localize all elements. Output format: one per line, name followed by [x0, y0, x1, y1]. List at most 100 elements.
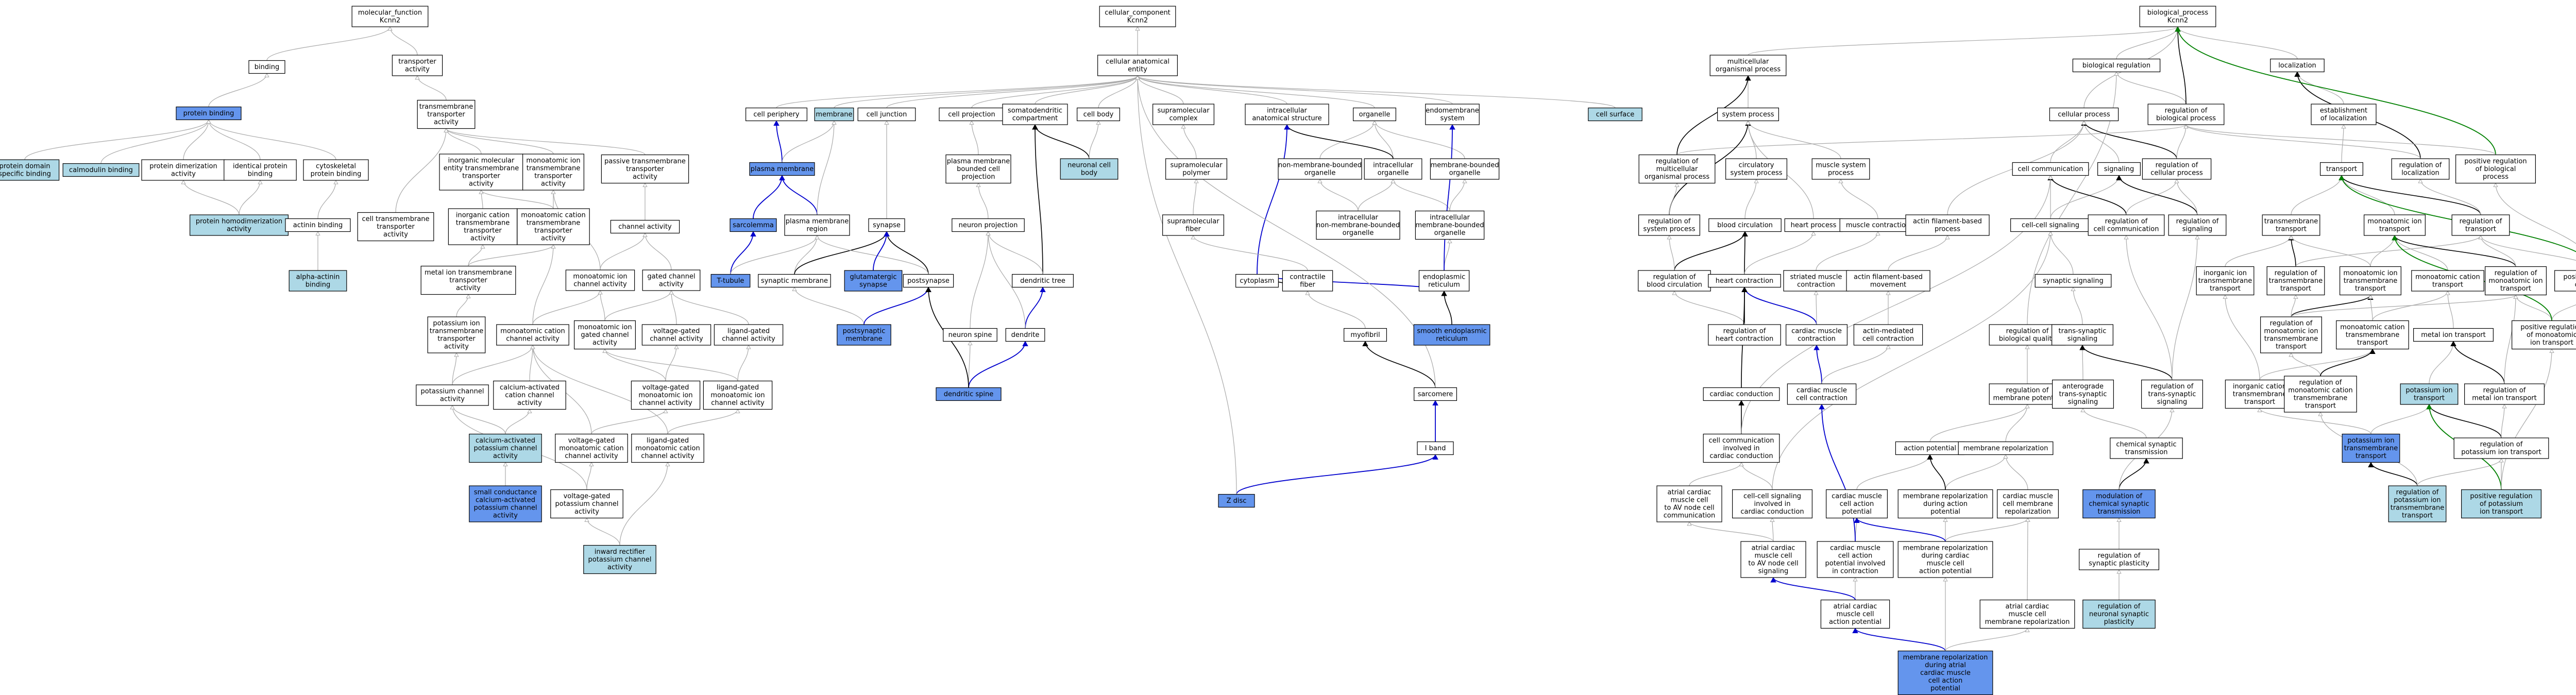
go-relation-arrowhead — [746, 344, 751, 349]
go-term-label-line: transport — [2280, 285, 2311, 293]
go-relation-edge — [239, 180, 261, 215]
go-relation-arrowhead — [1819, 403, 1825, 410]
go-term-label-line: transporter — [377, 223, 415, 231]
go-term-label-line: protein binding — [183, 110, 234, 117]
go-term-label-line: cardiac muscle — [1797, 387, 1847, 395]
go-term-label-line: inward rectifier — [595, 548, 646, 556]
go-relation-arrowhead — [1852, 628, 1858, 633]
go-term-label-line: monoatomic cation — [559, 445, 623, 452]
go-relation-edge — [183, 120, 209, 160]
go-term-node: cell body — [1077, 107, 1121, 122]
go-term-box — [903, 274, 954, 288]
go-term-label-line: cell body — [1083, 111, 1114, 118]
go-relation-arrowhead — [1181, 124, 1186, 129]
go-relation-arrowhead — [1432, 454, 1438, 460]
go-relation-arrowhead — [2257, 408, 2262, 412]
go-term-box — [952, 218, 1025, 232]
go-term-label-line: potassium ion — [433, 320, 480, 328]
go-relation-arrowhead — [1305, 290, 1310, 295]
go-term-label-line: transmembrane — [2294, 395, 2348, 402]
go-term-box — [2455, 154, 2536, 184]
go-term-label: cytoplasm — [1240, 277, 1274, 285]
go-term-box — [1717, 107, 1780, 122]
go-term-label: transport — [2326, 165, 2357, 173]
go-relation-edge — [2480, 235, 2576, 261]
go-term-label-line: monoatomic cation — [2340, 324, 2404, 331]
go-term-label: membrane repolarization — [1963, 445, 2048, 452]
go-term-label-line: channel activity — [565, 452, 618, 460]
go-relation-edge — [2027, 518, 2028, 600]
go-term-label-line: organelle — [1378, 169, 1409, 177]
go-term-box — [730, 218, 777, 232]
go-term-node: neuron projection — [952, 218, 1025, 232]
go-term-label: neuron spine — [948, 331, 992, 339]
go-relation-edge — [2291, 235, 2371, 267]
go-term-label-line: positive regulation — [2520, 324, 2576, 331]
go-relation-arrowhead — [1943, 517, 1948, 522]
go-term-label-line: non-membrane-bounded — [1278, 162, 1362, 169]
go-term-label-line: transmembrane — [2198, 277, 2252, 285]
go-term-label-line: glutamatergic — [850, 274, 896, 281]
go-relation-arrowhead — [2289, 234, 2294, 240]
go-relation-arrowhead — [2081, 120, 2087, 125]
go-relation-edge — [1689, 462, 1742, 486]
go-relation-arrowhead — [1738, 400, 1744, 405]
go-term-label-line: transporter — [449, 277, 487, 284]
go-relation-arrowhead — [2368, 294, 2373, 299]
go-term-label-line: binding — [248, 171, 273, 178]
go-relation-arrowhead — [454, 352, 459, 357]
go-relation-edge — [532, 244, 554, 325]
go-relation-arrowhead — [181, 179, 186, 184]
go-term-label-line: muscle cell — [1671, 497, 1708, 504]
go-relation-edge — [1744, 231, 1745, 275]
go-relation-edge — [794, 235, 818, 275]
go-relation-arrowhead — [589, 462, 594, 466]
go-term-box — [417, 99, 476, 129]
go-term-label-line: potential — [1930, 685, 1960, 692]
go-relation-edge — [988, 231, 1043, 275]
go-term-node: synaptic membrane — [758, 274, 831, 288]
go-term-label-line: cell surface — [1596, 111, 1635, 118]
go-term-label-line: activity — [227, 226, 251, 233]
go-relation-edge — [1855, 628, 1946, 651]
go-term-label-line: atrial cardiac — [1752, 545, 1795, 552]
go-term-node: sarcolemma — [730, 218, 777, 232]
go-term-label-line: trans-synaptic — [2059, 328, 2107, 335]
go-term-label-line: anatomical structure — [1252, 115, 1321, 123]
go-term-node: membrane — [814, 107, 854, 122]
go-relation-edge — [2504, 295, 2516, 384]
go-term-label-line: localization — [2278, 62, 2316, 70]
go-term-node: cell projection — [939, 107, 1005, 122]
go-term-node: protein binding — [176, 106, 242, 121]
go-term-label-line: transport — [2305, 402, 2336, 410]
go-term-label-line: inorganic cation — [2233, 383, 2286, 391]
go-term-box — [351, 6, 429, 27]
go-term-label-line: supramolecular — [1170, 162, 1223, 169]
go-relation-arrowhead — [2116, 175, 2122, 180]
go-term-box — [190, 214, 289, 236]
go-relation-arrowhead — [2502, 403, 2507, 409]
